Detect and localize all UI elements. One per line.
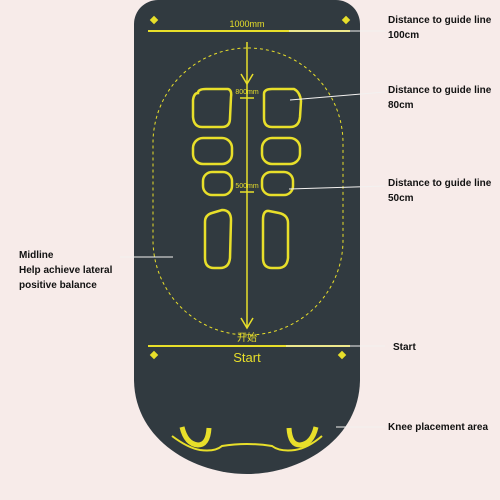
pad-right-1 [262,87,303,129]
pad-left-3 [201,170,234,197]
pad-left-4 [203,208,233,270]
callout-midline: Midline Help achieve lateral positive ba… [19,250,113,291]
start-label: Start [233,350,261,365]
distance-label-800: 800mm [235,89,259,96]
pad-right-3 [260,170,295,197]
corner-diamond-top-right [341,15,351,25]
callout-guide-80: Distance to guide line 80cm [388,85,492,111]
corner-diamond-start-left [149,350,159,360]
arrow-head-top [240,73,254,86]
pad-right-2 [260,136,302,166]
leader-guide-50 [288,185,386,190]
callout-knee: Knee placement area [388,422,489,433]
pad-left-2 [191,136,234,166]
callout-start: Start [393,342,416,353]
pad-left-1 [191,87,233,129]
callout-guide-100: Distance to guide line 100cm [388,15,492,41]
knee-outline [171,435,323,452]
callout-leaders [120,30,386,428]
corner-diamond-start-right [337,350,347,360]
knee-pad-right [286,426,319,448]
callout-guide-50: Distance to guide line 50cm [388,178,492,204]
knee-pad-left [179,426,212,448]
knee-placement-area [171,426,323,452]
arrow-head-bottom [240,317,254,330]
start-label-chinese: 开始 [237,331,257,344]
placement-pads [191,87,303,270]
distance-label-500: 500mm [235,183,259,190]
leader-guide-80 [289,91,386,101]
top-distance-label: 1000mm [229,19,264,29]
pad-right-4 [261,209,290,270]
dashed-track [152,47,344,336]
